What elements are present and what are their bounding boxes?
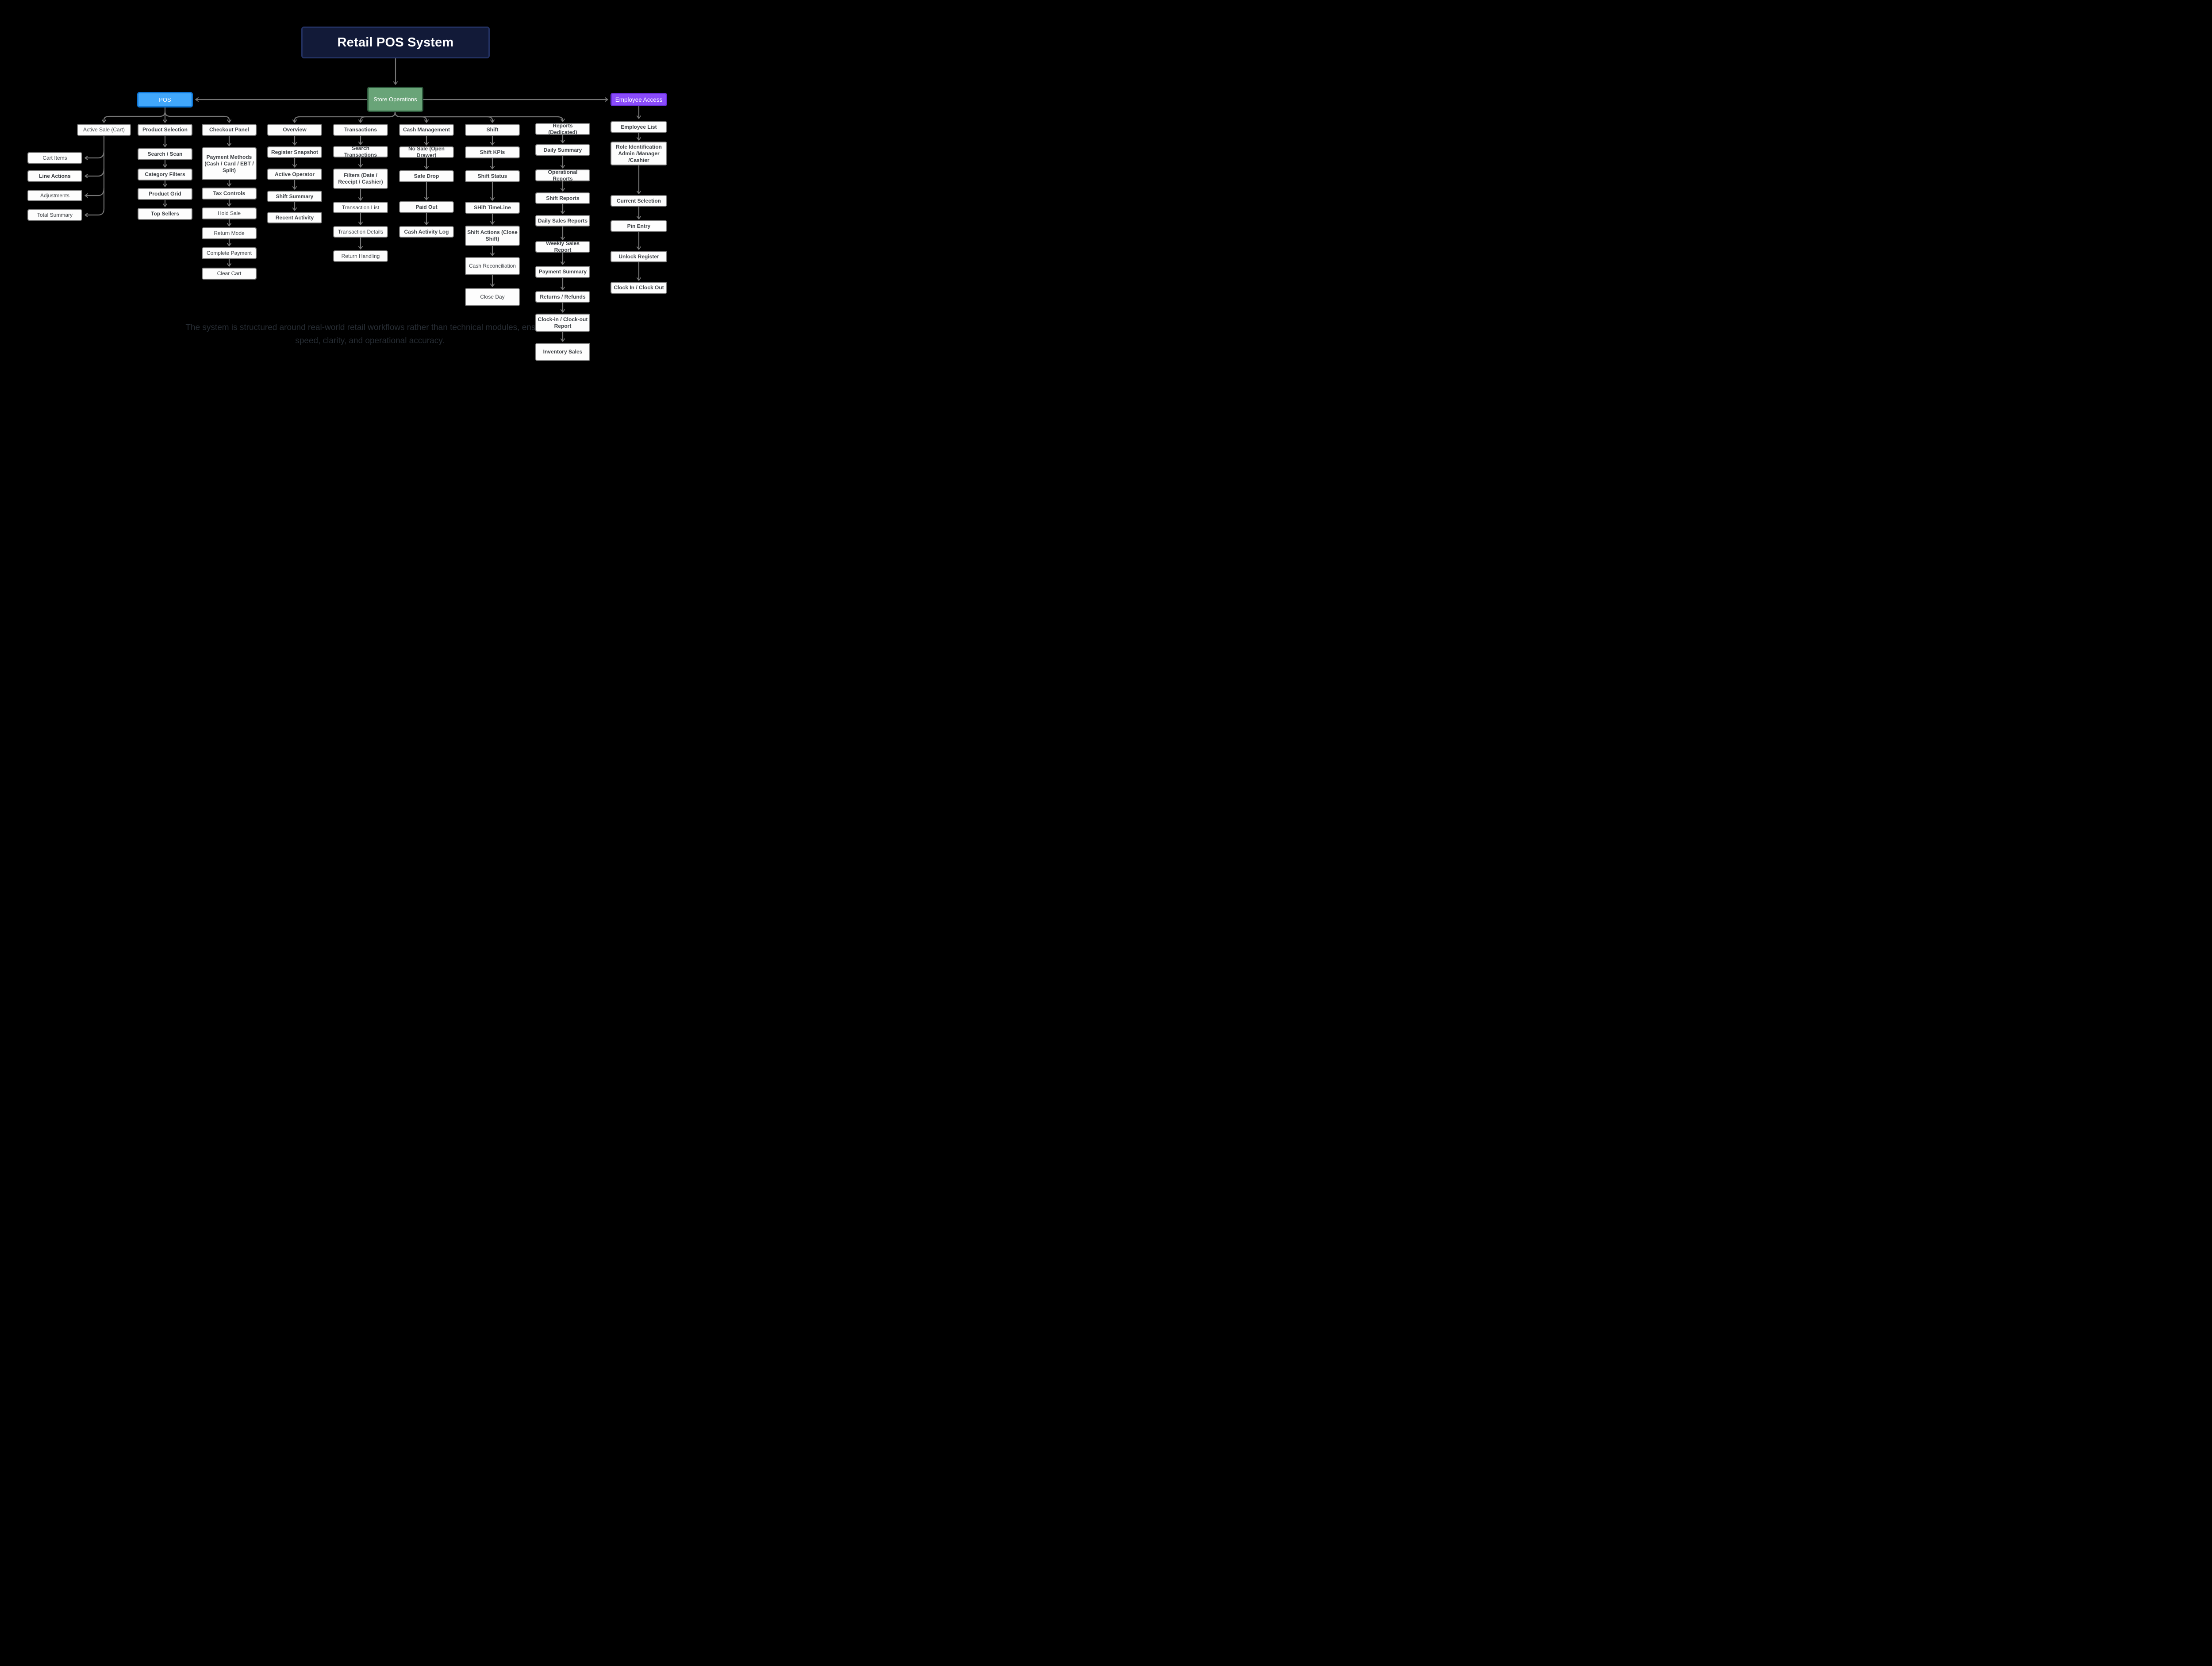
node-product-grid: Product Grid [138,188,192,200]
edge-arrow [104,111,166,122]
node-daily-sales-reports: Daily Sales Reports [535,215,590,226]
edge-arrow [164,111,229,122]
node-role-identification-admin-manager-cashier: Role Identification Admin /Manager /Cash… [611,142,667,165]
node-cash-reconciliation: Cash Reconciliation [465,257,520,275]
node-top-sellers: Top Sellers [138,208,192,220]
node-shift-timeline: SHift TimeLine [465,202,520,214]
node-cart-items: Cart Items [27,152,82,164]
node-return-handling: Return Handling [333,250,388,262]
node-return-mode: Return Mode [202,227,257,239]
node-overview: Overview [267,124,322,136]
node-no-sale-open-drawer: No Sale (Open Drawer) [399,146,454,158]
node-clear-cart: Clear Cart [202,268,257,280]
node-employee-list: Employee List [611,121,667,133]
node-shift-status: Shift Status [465,170,520,182]
edge-arrow [85,136,105,215]
caption-text: The system is structured around real-wor… [185,323,554,346]
node-complete-payment: Complete Payment [202,247,257,259]
edge-arrow [85,168,105,176]
node-search-scan: Search / Scan [138,148,192,160]
node-payment-methods-cash-card-ebt-split: Payment Methods (Cash / Card / EBT / Spl… [202,147,257,180]
hub-store-operations: Store Operations [367,87,423,112]
hub-employee-access: Employee Access [611,93,667,106]
diagram-title-node: Retail POS System [301,27,490,58]
node-checkout-panel: Checkout Panel [202,124,257,136]
node-shift-summary: Shift Summary [267,191,322,202]
node-active-operator: Active Operator [267,169,322,180]
node-shift-kpis: Shift KPIs [465,146,520,158]
node-clock-in-clock-out-report: Clock-in / Clock-out Report [535,314,590,332]
node-search-transactions: Search Transactions [333,145,388,158]
node-cash-management: Cash Management [399,124,454,136]
node-shift: Shift [465,124,520,136]
node-clock-in-clock-out: Clock In / Clock Out [611,282,667,294]
edge-arrow [85,150,105,158]
node-tax-controls: Tax Controls [202,188,257,200]
node-shift-reports: Shift Reports [535,192,590,204]
node-reports-dedicated: Reports (Dedicated) [535,123,590,135]
node-payment-summary: Payment Summary [535,266,590,278]
node-filters-date-receipt-cashier: Filters (Date / Receipt / Cashier) [333,169,388,189]
node-transaction-list: Transaction List [333,202,388,213]
node-adjustments: Adjustments [27,190,82,201]
node-close-day: Close Day [465,288,520,306]
node-line-actions: Line Actions [27,170,82,182]
edge-arrow [85,188,105,196]
edge-arrow [394,111,563,121]
node-total-summary: Total Summary [27,209,82,221]
edge-arrow [361,111,396,122]
node-transactions: Transactions [333,124,388,136]
node-daily-summary: Daily Summary [535,144,590,156]
hub-pos: POS [137,92,193,107]
node-safe-drop: Safe Drop [399,170,454,182]
node-weekly-sales-report: Weekly Sales Report [535,240,590,253]
node-product-selection: Product Selection [138,124,192,136]
node-register-snapshot: Register Snapshot [267,146,322,158]
node-paid-out: Paid Out [399,201,454,213]
node-operational-reports: Operational Reports [535,169,590,182]
node-category-filters: Category Filters [138,169,192,180]
node-returns-refunds: Returns / Refunds [535,291,590,303]
node-unlock-register: Unlock Register [611,251,667,262]
flowchart-canvas: Retail POS System POS Store Operations E… [0,0,694,388]
node-inventory-sales: Inventory Sales [535,343,590,361]
connector-lines [0,58,694,388]
node-hold-sale: Hold Sale [202,207,257,219]
node-pin-entry: Pin Entry [611,220,667,232]
node-active-sale-cart: Active Sale (Cart) [77,124,131,136]
node-transaction-details: Transaction Details [333,226,388,238]
node-cash-activity-log: Cash Activity Log [399,226,454,238]
node-recent-activity: Recent Activity [267,212,322,223]
node-shift-actions-close-shift: Shift Actions (Close Shift) [465,226,520,246]
node-current-selection: Current Selection [611,195,667,207]
